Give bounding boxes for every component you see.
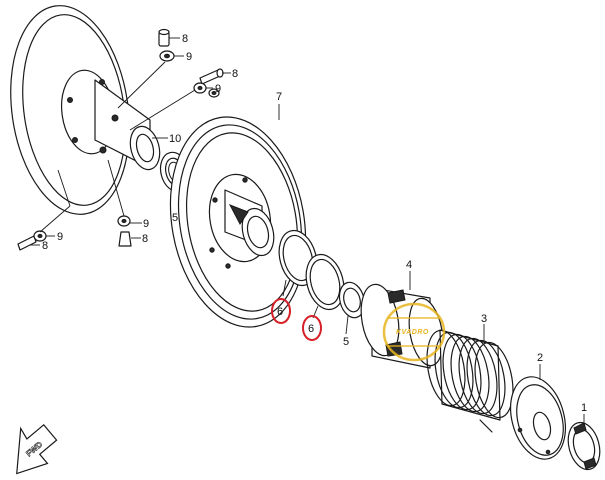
washer-top (159, 50, 184, 62)
callout-8-side: 8 (232, 68, 238, 80)
fixed-sheave (10, 5, 161, 215)
callout-2: 2 (537, 352, 543, 364)
callout-9-lower: 9 (143, 218, 149, 230)
callout-1: 1 (581, 402, 587, 414)
washer-side (193, 82, 213, 94)
callout-8-far-left: 8 (42, 240, 48, 252)
watermark-text: KVADRO (396, 329, 429, 336)
bolt-top (158, 28, 180, 47)
lock-nut (567, 414, 601, 471)
callout-9-far-left: 9 (57, 231, 63, 243)
bolt-lower (117, 215, 142, 247)
watermark-logo: KVADRO (382, 302, 446, 362)
bolt-far-left (17, 230, 55, 251)
washer-mid (208, 88, 220, 98)
callout-5-right: 5 (343, 336, 349, 348)
spring-seat (360, 271, 444, 369)
callout-5-left: 5 (172, 212, 178, 224)
retainer-plate (510, 364, 566, 460)
movable-sheave (169, 104, 307, 328)
bolt-side (199, 68, 231, 85)
callout-6a-text: 6 (277, 306, 283, 318)
highlight-callout-6b: 6 (302, 315, 322, 341)
callout-9-top: 9 (186, 51, 192, 63)
callout-8-top: 8 (182, 33, 188, 45)
callout-10: 10 (169, 133, 181, 145)
fwd-arrow-icon: FWD (16, 423, 58, 475)
o-ring-2 (305, 253, 345, 319)
highlight-callout-6a: 6 (271, 298, 291, 324)
callout-7: 7 (276, 91, 282, 103)
callout-8-lower: 8 (142, 233, 148, 245)
oil-seal-right (338, 281, 366, 335)
spring (426, 324, 514, 433)
callout-6b-text: 6 (308, 323, 314, 335)
callout-9-side: 9 (215, 83, 221, 95)
callout-4: 4 (406, 259, 412, 271)
callout-3: 3 (481, 313, 487, 325)
